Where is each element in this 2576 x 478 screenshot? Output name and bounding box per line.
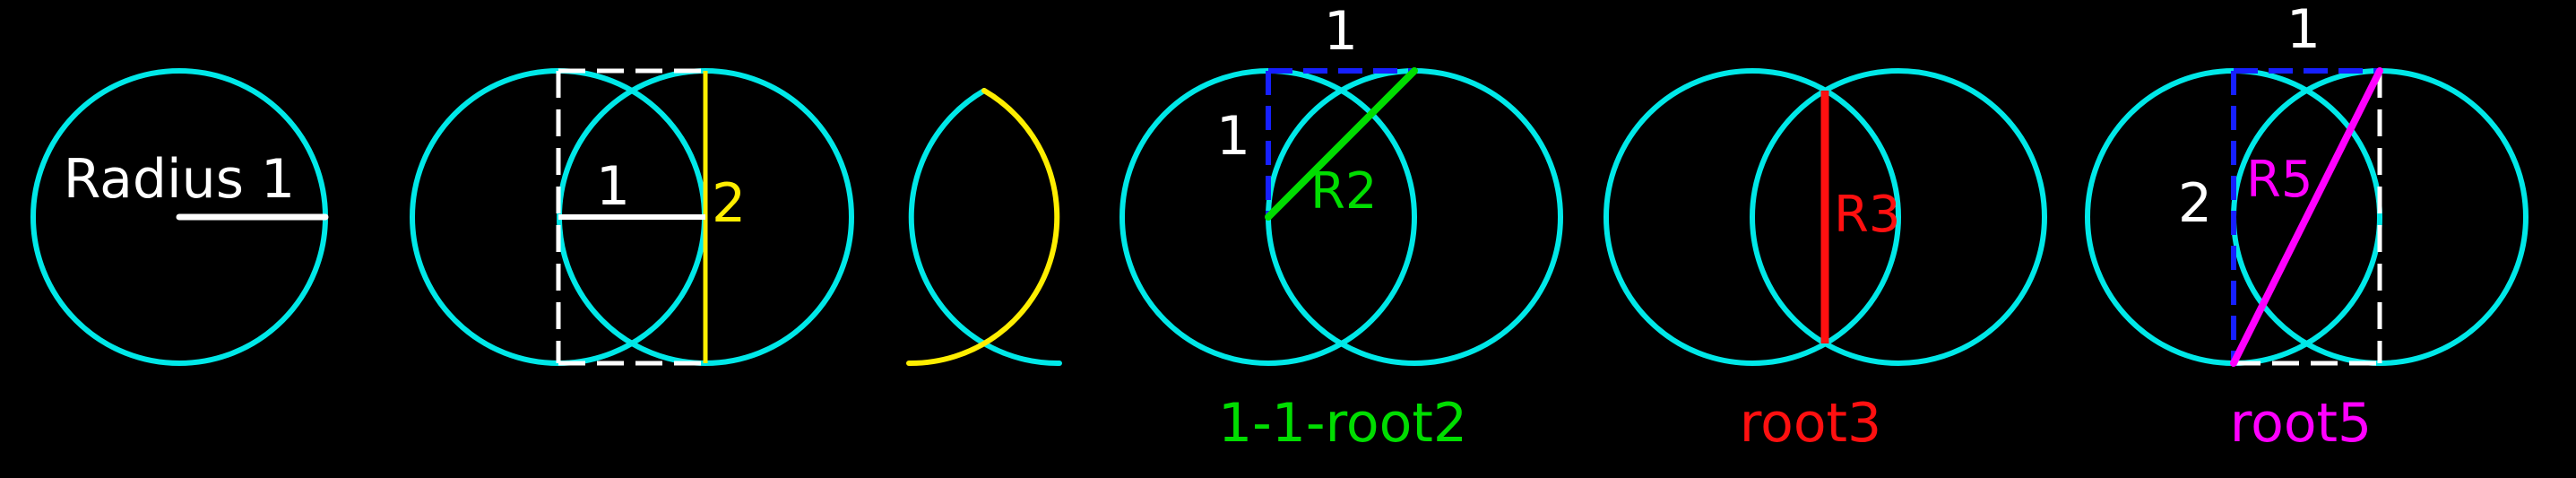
figure-root3: R3 root3 <box>1604 68 2047 455</box>
caption-root5: root5 <box>2230 392 2372 455</box>
r3-label: R3 <box>1834 186 1901 244</box>
figure-fish <box>906 88 1062 367</box>
r2-label: R2 <box>1310 162 1378 221</box>
figure-root5: 1 2 R5 root5 <box>2085 0 2528 455</box>
top-one-label: 1 <box>1324 0 1358 63</box>
r5-label: R5 <box>2246 151 2313 209</box>
figure-root2: 1 1R2 1-1-root2 <box>1119 0 1563 455</box>
fish-right-arc <box>906 88 1060 367</box>
one-label: 1 <box>596 155 630 218</box>
left-circle <box>1604 68 1901 366</box>
side-one-label: 1 <box>1216 105 1250 168</box>
two-label: 2 <box>712 172 746 235</box>
top-one-label: 1 <box>2286 0 2321 61</box>
side-two-label: 2 <box>2178 172 2212 235</box>
caption-root3: root3 <box>1740 392 1881 455</box>
fish-left-arc <box>908 88 1062 367</box>
right-circle <box>1750 68 2047 366</box>
hypotenuse-root2-line <box>1265 67 1418 221</box>
hypotenuse-root5-line <box>2230 67 2383 367</box>
caption-root2: 1-1-root2 <box>1218 392 1467 455</box>
figure-radius-1: Radius 1 <box>30 68 329 366</box>
radius-label: Radius 1 <box>64 148 295 211</box>
